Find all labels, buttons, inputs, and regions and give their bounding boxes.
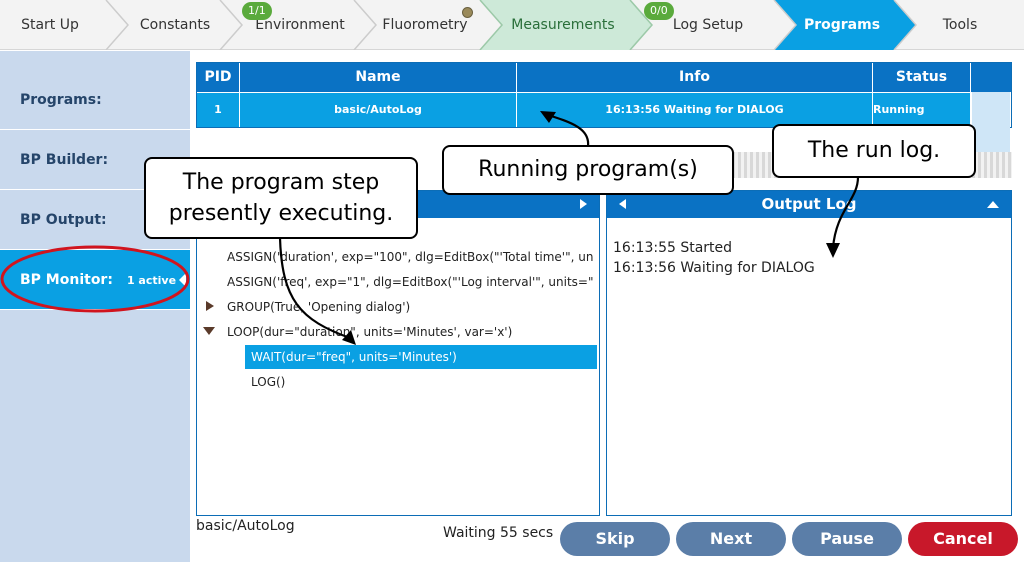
output-log-panel: Output Log 16:13:55 Started 16:13:56 Wai… xyxy=(606,190,1012,516)
active-count: 1 active xyxy=(126,274,177,287)
table-cell-status[interactable]: Running xyxy=(873,93,971,127)
program-tree-panel: n ASSIGN('duration', exp="100", dlg=Edit… xyxy=(196,190,600,516)
tree-row-selected[interactable]: WAIT(dur="freq", units='Minutes') xyxy=(245,345,597,369)
column-header-name[interactable]: Name xyxy=(240,63,517,92)
sidebar-item-label: BP Output: xyxy=(20,212,107,228)
sidebar-item-programs[interactable]: Programs: xyxy=(0,70,190,130)
sidebar-item-label: Programs: xyxy=(20,92,102,108)
table-cell-pid[interactable]: 1 xyxy=(197,93,240,127)
tab-environment[interactable]: Environment xyxy=(255,17,345,33)
sidebar-item-bp-builder[interactable]: BP Builder: xyxy=(0,130,190,190)
annotation-step-line1: The program step xyxy=(182,170,380,195)
sidebar-item-label: BP Monitor: xyxy=(20,272,113,288)
tab-measurements[interactable]: Measurements xyxy=(511,17,615,33)
tab-constants[interactable]: Constants xyxy=(139,17,211,33)
output-log-title: Output Log xyxy=(761,195,857,213)
tree-row[interactable]: ASSIGN('duration', exp="100", dlg=EditBo… xyxy=(227,250,594,264)
current-program-name: basic/AutoLog xyxy=(196,518,295,534)
expand-arrow-icon[interactable] xyxy=(206,301,214,311)
column-header-pid[interactable]: PID xyxy=(197,63,240,92)
caret-left-icon xyxy=(179,273,186,287)
tab-programs[interactable]: Programs xyxy=(803,17,881,33)
status-text: Running xyxy=(873,103,925,116)
output-log-header: Output Log xyxy=(607,191,1011,218)
tab-programs-bg xyxy=(774,0,916,50)
log-line: 16:13:55 Started xyxy=(613,240,733,256)
fluorometry-status-dot xyxy=(462,7,473,18)
log-setup-badge: 0/0 xyxy=(644,2,674,20)
sidebar-item-label: BP Builder: xyxy=(20,152,109,168)
pause-button[interactable]: Pause xyxy=(792,522,902,556)
chevron-up-icon[interactable] xyxy=(987,201,999,208)
table-cell-info[interactable]: 16:13:56 Waiting for DIALOG xyxy=(517,93,873,127)
wait-status: Waiting 55 secs xyxy=(443,525,554,541)
annotation-running-programs: Running program(s) xyxy=(442,145,734,195)
column-header-info[interactable]: Info xyxy=(517,63,873,92)
tab-tools[interactable]: Tools xyxy=(942,17,978,33)
collapse-arrow-icon[interactable] xyxy=(203,327,215,335)
chevron-right-icon[interactable] xyxy=(580,199,587,209)
annotation-step-line2: presently executing. xyxy=(168,201,394,226)
sidebar: Programs: BP Builder: BP Output: BP Moni… xyxy=(0,51,190,562)
tab-start-up[interactable]: Start Up xyxy=(21,17,79,33)
skip-button[interactable]: Skip xyxy=(560,522,670,556)
environment-badge: 1/1 xyxy=(242,2,272,20)
program-table: PID Name Info Status 1 basic/AutoLog 16:… xyxy=(196,62,1012,128)
sidebar-item-bp-monitor[interactable]: BP Monitor: 1 active xyxy=(0,250,190,310)
tab-measurements-bg xyxy=(480,0,652,50)
tab-bar: Start Up Constants Environment 1/1 Fluor… xyxy=(0,0,1024,50)
annotation-run-log: The run log. xyxy=(772,124,976,178)
tree-row[interactable]: LOG() xyxy=(251,375,286,389)
tab-log-setup[interactable]: Log Setup xyxy=(672,17,744,33)
next-button[interactable]: Next xyxy=(676,522,786,556)
tree-row[interactable]: LOOP(dur="duration", units='Minutes', va… xyxy=(227,325,513,339)
column-header-status[interactable]: Status xyxy=(873,63,971,92)
tree-row[interactable]: GROUP(True, 'Opening dialog') xyxy=(227,300,411,314)
table-scrollbar[interactable] xyxy=(972,92,1010,152)
chevron-left-icon[interactable] xyxy=(619,199,626,209)
tab-fluorometry[interactable]: Fluorometry xyxy=(382,17,468,33)
cancel-button[interactable]: Cancel xyxy=(908,522,1018,556)
log-line: 16:13:56 Waiting for DIALOG xyxy=(613,260,815,276)
annotation-program-step: The program step presently executing. xyxy=(144,157,418,239)
column-header-spacer xyxy=(971,63,1011,92)
table-cell-name[interactable]: basic/AutoLog xyxy=(240,93,517,127)
tree-row[interactable]: ASSIGN('freq', exp="1", dlg=EditBox("'Lo… xyxy=(227,275,594,289)
tab-shapes xyxy=(105,0,917,50)
